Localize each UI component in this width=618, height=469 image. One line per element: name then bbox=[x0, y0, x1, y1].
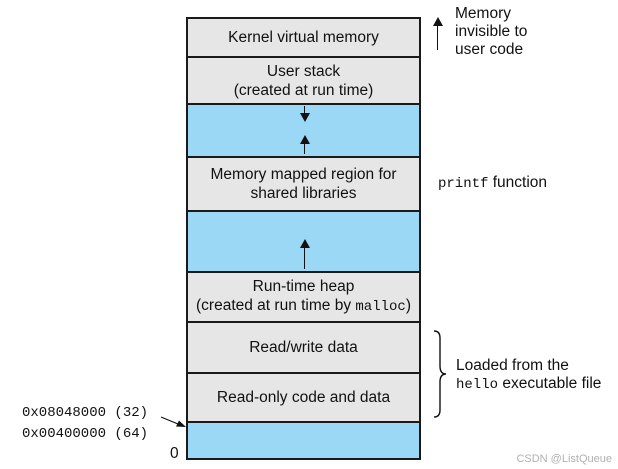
memory-mapped-region: Memory mapped region for shared librarie… bbox=[186, 156, 421, 212]
stack-up-arrow-line bbox=[304, 142, 306, 154]
user-stack-region: User stack (created at run time) bbox=[186, 56, 421, 105]
printf-code: printf bbox=[438, 176, 489, 192]
address-zero: 0 bbox=[170, 445, 179, 462]
read-only-code-region: Read-only code and data bbox=[186, 372, 421, 423]
address-64bit: 0x00400000 (64) bbox=[22, 426, 149, 442]
loaded-from-annotation: Loaded from the hello executable file bbox=[456, 357, 602, 393]
invisible-up-arrow-icon bbox=[433, 17, 443, 26]
rw-data-label: Read/write data bbox=[249, 339, 358, 356]
heap-up-arrow-line bbox=[304, 246, 306, 269]
kernel-virtual-memory-region: Kernel virtual memory bbox=[186, 17, 421, 58]
mmap-label-line1: Memory mapped region for bbox=[210, 166, 397, 183]
malloc-code: malloc bbox=[355, 299, 406, 315]
unused-bottom-region bbox=[186, 421, 421, 460]
run-time-heap-region: Run-time heap (created at run time by ma… bbox=[186, 271, 421, 323]
hello-code: hello bbox=[456, 377, 499, 393]
kernel-label: Kernel virtual memory bbox=[228, 29, 379, 46]
stack-down-arrow-line bbox=[304, 106, 306, 114]
stack-down-arrow-icon bbox=[300, 113, 310, 122]
printf-annotation: printf function bbox=[438, 174, 548, 192]
mmap-label-line2: shared libraries bbox=[250, 185, 357, 202]
memory-invisible-annotation: Memory invisible to user code bbox=[455, 5, 528, 58]
user-stack-sublabel: (created at run time) bbox=[233, 81, 374, 99]
watermark: CSDN @ListQueue bbox=[516, 453, 612, 465]
user-stack-label: User stack bbox=[266, 62, 341, 80]
address-pointer-arrow-icon bbox=[160, 416, 186, 427]
ro-code-label: Read-only code and data bbox=[216, 389, 391, 406]
heap-label: Run-time heap bbox=[252, 278, 355, 295]
invisible-up-arrow-line bbox=[437, 24, 439, 50]
loaded-brace-icon bbox=[433, 330, 447, 418]
heap-up-arrow-icon bbox=[300, 239, 310, 248]
read-write-data-region: Read/write data bbox=[186, 321, 421, 374]
heap-sublabel: (created at run time by malloc) bbox=[196, 297, 411, 315]
address-32bit: 0x08048000 (32) bbox=[22, 405, 149, 421]
stack-up-arrow-icon bbox=[300, 135, 310, 144]
